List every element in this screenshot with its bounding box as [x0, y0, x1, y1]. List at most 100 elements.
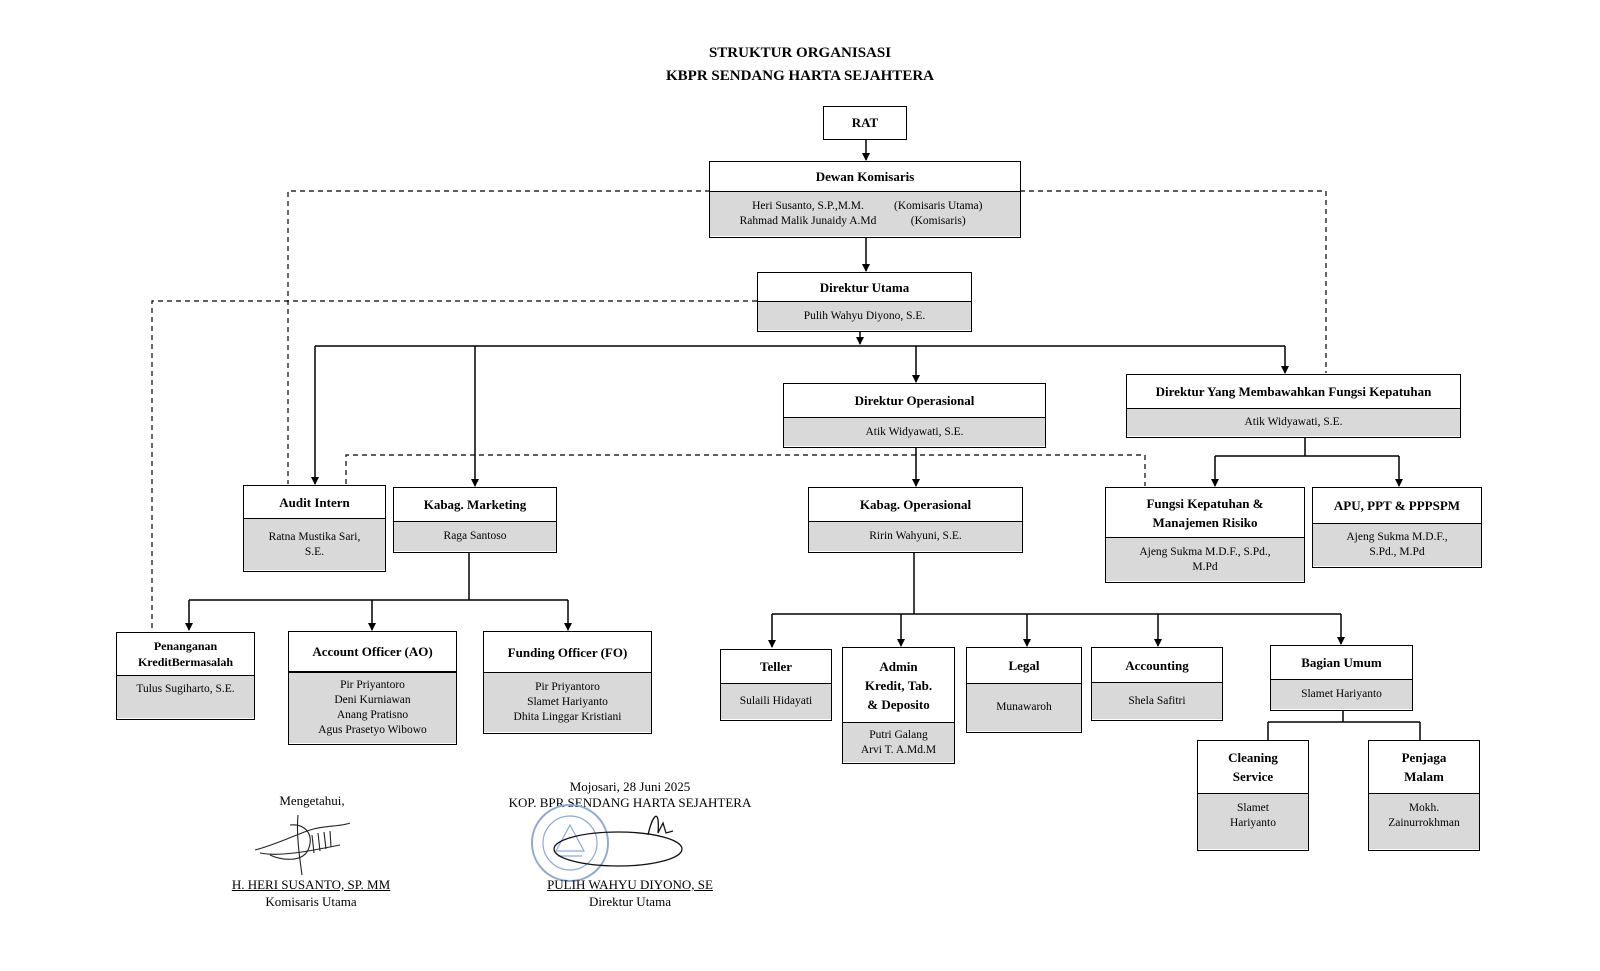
funding-officer-title: Funding Officer (FO)	[484, 632, 651, 672]
sign-left-name-text: H. HERI SUSANTO, SP. MM	[231, 877, 391, 892]
kabag-marketing-title: Kabag. Marketing	[394, 488, 556, 521]
ao-member: Pir Priyantoro	[340, 679, 405, 691]
penjaga-malam-title-line1: Penjaga	[1401, 750, 1447, 765]
fungsi-kepatuhan-names: Ajeng Sukma M.D.F., S.Pd., M.Pd	[1106, 537, 1304, 581]
audit-intern-name-line1: Ratna Mustika Sari,	[268, 530, 361, 543]
cleaning-service-title-line1: Cleaning	[1228, 750, 1278, 765]
sign-right-name-text: PULIH WAHYU DIYONO, SE	[547, 877, 713, 892]
ao-member: Anang Pratisno	[336, 709, 409, 721]
admin-kredit-title-line3: & Deposito	[867, 696, 930, 712]
audit-intern-names: Ratna Mustika Sari, S.E.	[244, 518, 385, 570]
sign-right-name: PULIH WAHYU DIYONO, SE	[480, 877, 780, 893]
apu-ppt-names: Ajeng Sukma M.D.F., S.Pd., M.Pd	[1313, 523, 1481, 566]
sign-right-role: Direktur Utama	[589, 894, 671, 909]
komisaris-1-name: Heri Susanto, S.P.,M.M.	[752, 200, 864, 212]
kabag-marketing-box: Kabag. Marketing Raga Santoso	[393, 487, 557, 553]
penanganan-kredit-title-line1: Penanganan	[153, 639, 218, 653]
penjaga-malam-title-line2: Malam	[1404, 769, 1444, 784]
direktur-utama-name: Pulih Wahyu Diyono, S.E.	[758, 301, 971, 330]
teller-title: Teller	[721, 650, 831, 683]
admin-kredit-title-line2: Kredit, Tab.	[864, 677, 933, 693]
direktur-utama-box: Direktur Utama Pulih Wahyu Diyono, S.E.	[757, 272, 972, 332]
accounting-title: Accounting	[1092, 648, 1222, 682]
penanganan-kredit-title: Penanganan KreditBermasalah	[117, 633, 254, 675]
kabag-operasional-name: Ririn Wahyuni, S.E.	[809, 521, 1022, 551]
direktur-kepatuhan-box: Direktur Yang Membawahkan Fungsi Kepatuh…	[1126, 374, 1461, 438]
fungsi-kepatuhan-box: Fungsi Kepatuhan & Manajemen Risiko Ajen…	[1105, 487, 1305, 583]
fungsi-kepatuhan-name-line1: Ajeng Sukma M.D.F., S.Pd.,	[1139, 545, 1271, 558]
chart-title-line1: STRUKTUR ORGANISASI	[708, 45, 892, 61]
penjaga-malam-title: Penjaga Malam	[1369, 741, 1479, 793]
bagian-umum-name: Slamet Hariyanto	[1271, 679, 1412, 709]
kabag-marketing-name: Raga Santoso	[394, 521, 556, 551]
penanganan-kredit-box: Penanganan KreditBermasalah Tulus Sugiha…	[116, 632, 255, 720]
admin-kredit-title-line1: Admin	[879, 658, 918, 674]
fo-member: Slamet Hariyanto	[527, 696, 608, 708]
fungsi-kepatuhan-title: Fungsi Kepatuhan & Manajemen Risiko	[1106, 488, 1304, 537]
direktur-utama-title: Direktur Utama	[758, 273, 971, 301]
admin-kredit-name-line1: Putri Galang	[869, 728, 928, 741]
cleaning-service-names: Slamet Hariyanto	[1198, 793, 1308, 849]
komisaris-1-role: (Komisaris Utama)	[894, 200, 983, 212]
sign-left-role: Komisaris Utama	[265, 894, 357, 909]
komisaris-2-role: (Komisaris)	[910, 215, 966, 227]
dewan-komisaris-title: Dewan Komisaris	[710, 162, 1020, 191]
teller-box: Teller Sulaili Hidayati	[720, 649, 832, 721]
penjaga-malam-names: Mokh. Zainurrokhman	[1369, 793, 1479, 849]
sign-left-label: Mengetahui,	[279, 793, 345, 808]
penanganan-kredit-title-line2: KreditBermasalah	[137, 655, 234, 669]
audit-intern-name-line2: S.E.	[304, 545, 325, 558]
teller-name: Sulaili Hidayati	[721, 683, 831, 719]
komisaris-2-name: Rahmad Malik Junaidy A.Md	[739, 215, 877, 227]
cleaning-service-title: Cleaning Service	[1198, 741, 1308, 793]
apu-ppt-box: APU, PPT & PPPSPM Ajeng Sukma M.D.F., S.…	[1312, 487, 1482, 568]
fo-member: Dhita Linggar Kristiani	[513, 711, 622, 723]
funding-officer-members: Pir Priyantoro Slamet Hariyanto Dhita Li…	[484, 672, 651, 732]
sign-right-org: KOP. BPR SENDANG HARTA SEJAHTERA	[508, 795, 752, 810]
accounting-name: Shela Safitri	[1092, 682, 1222, 719]
direktur-operasional-box: Direktur Operasional Atik Widyawati, S.E…	[783, 383, 1046, 448]
ao-member: Deni Kurniawan	[334, 694, 411, 706]
apu-ppt-name-line2: S.Pd., M.Pd	[1369, 546, 1425, 558]
fungsi-kepatuhan-title-line2: Manajemen Risiko	[1152, 514, 1258, 530]
bagian-umum-title: Bagian Umum	[1271, 646, 1412, 679]
cleaning-service-box: Cleaning Service Slamet Hariyanto	[1197, 740, 1309, 851]
dewan-komisaris-members: Heri Susanto, S.P.,M.M. (Komisaris Utama…	[710, 191, 1020, 236]
signature-left-icon	[254, 814, 351, 876]
ao-member: Agus Prasetyo Wibowo	[318, 724, 427, 736]
direktur-operasional-title: Direktur Operasional	[784, 384, 1045, 417]
chart-title-line2: KBPR SENDANG HARTA SEJAHTERA	[666, 68, 934, 84]
sign-right-place-date: Mojosari, 28 Juni 2025	[569, 779, 691, 794]
direktur-operasional-name: Atik Widyawati, S.E.	[784, 417, 1045, 446]
admin-kredit-title: Admin Kredit, Tab. & Deposito	[843, 648, 954, 722]
kabag-operasional-title: Kabag. Operasional	[809, 488, 1022, 521]
fo-member: Pir Priyantoro	[535, 681, 600, 693]
funding-officer-box: Funding Officer (FO) Pir Priyantoro Slam…	[483, 631, 652, 734]
penjaga-malam-name-line2: Zainurrokhman	[1388, 817, 1460, 829]
direktur-kepatuhan-title: Direktur Yang Membawahkan Fungsi Kepatuh…	[1127, 375, 1460, 408]
accounting-box: Accounting Shela Safitri	[1091, 647, 1223, 721]
audit-intern-box: Audit Intern Ratna Mustika Sari, S.E.	[243, 485, 386, 572]
dewan-komisaris-box: Dewan Komisaris Heri Susanto, S.P.,M.M. …	[709, 161, 1021, 238]
cleaning-service-name-line1: Slamet	[1237, 802, 1269, 814]
admin-kredit-box: Admin Kredit, Tab. & Deposito Putri Gala…	[842, 647, 955, 764]
apu-ppt-title: APU, PPT & PPPSPM	[1313, 488, 1481, 523]
account-officer-box: Account Officer (AO) Pir Priyantoro Deni…	[288, 631, 457, 745]
direktur-kepatuhan-name: Atik Widyawati, S.E.	[1127, 408, 1460, 436]
penjaga-malam-box: Penjaga Malam Mokh. Zainurrokhman	[1368, 740, 1480, 851]
apu-ppt-name-line1: Ajeng Sukma M.D.F.,	[1346, 531, 1448, 543]
penjaga-malam-name-line1: Mokh.	[1408, 802, 1440, 814]
rat-box: RAT	[823, 106, 907, 140]
company-stamp-icon	[531, 804, 683, 882]
legal-title: Legal	[967, 648, 1081, 683]
fungsi-kepatuhan-title-line1: Fungsi Kepatuhan &	[1146, 495, 1264, 511]
legal-name: Munawaroh	[967, 683, 1081, 731]
account-officer-members: Pir Priyantoro Deni Kurniawan Anang Prat…	[289, 671, 456, 743]
cleaning-service-name-line2: Hariyanto	[1230, 817, 1276, 829]
sign-left-name: H. HERI SUSANTO, SP. MM	[196, 877, 426, 893]
account-officer-title: Account Officer (AO)	[289, 632, 456, 671]
audit-intern-title: Audit Intern	[244, 486, 385, 518]
bagian-umum-box: Bagian Umum Slamet Hariyanto	[1270, 645, 1413, 711]
